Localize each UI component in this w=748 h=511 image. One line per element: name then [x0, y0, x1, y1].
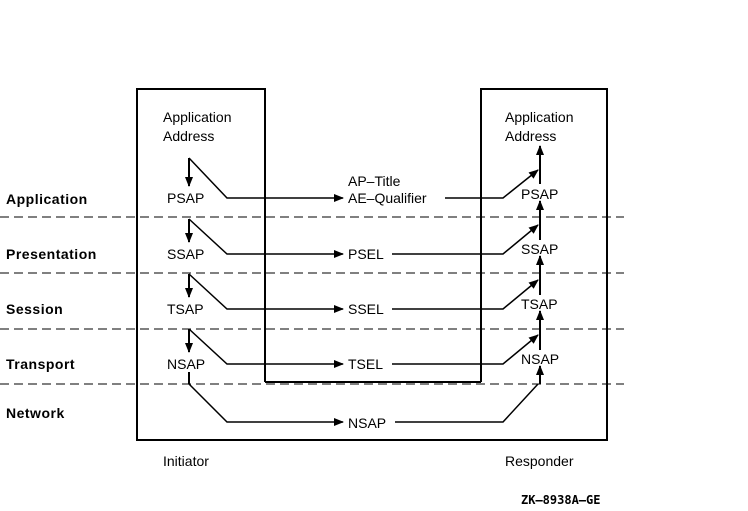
selector-tsel: TSEL: [348, 356, 383, 372]
flow-out-line: [188, 273, 344, 313]
flow-lines: [185, 145, 544, 426]
responder-app-address-line2: Address: [505, 128, 556, 144]
initiator-app-address-line2: Address: [163, 128, 214, 144]
figure-id: ZK–8938A–GE: [521, 493, 600, 507]
layer-dividers: [0, 216, 624, 385]
responder-nsap: NSAP: [521, 351, 559, 367]
responder-app-address-line1: Application: [505, 109, 574, 125]
flow-in-line: [445, 169, 539, 199]
initiator-ssap: SSAP: [167, 246, 204, 262]
responder-tsap: TSAP: [521, 296, 558, 312]
layer-label-presentation: Presentation: [6, 246, 97, 262]
initiator-tsap: TSAP: [167, 301, 204, 317]
selector-ap-title: AP–Title: [348, 173, 401, 189]
selector-nsap: NSAP: [348, 415, 386, 431]
layer-label-application: Application: [6, 191, 88, 207]
layer-label-session: Session: [6, 301, 63, 317]
flow-out-line: [188, 328, 344, 368]
responder-ssap: SSAP: [521, 241, 558, 257]
selector-ae-qualifier: AE–Qualifier: [348, 190, 427, 206]
layer-label-transport: Transport: [6, 356, 75, 372]
layer-label-network: Network: [6, 405, 65, 421]
initiator-nsap: NSAP: [167, 356, 205, 372]
flow-in-line: [392, 224, 539, 255]
flow-in-line: [395, 383, 539, 423]
initiator-psap: PSAP: [167, 190, 204, 206]
flow-in-line: [392, 279, 539, 310]
flow-in-line: [392, 334, 539, 365]
flow-out-line: [188, 157, 344, 202]
responder-psap: PSAP: [521, 186, 558, 202]
flow-out-line: [188, 218, 344, 258]
initiator-app-address-line1: Application: [163, 109, 232, 125]
selector-ssel: SSEL: [348, 301, 384, 317]
responder-label: Responder: [505, 453, 574, 469]
selector-psel: PSEL: [348, 246, 384, 262]
initiator-label: Initiator: [163, 453, 209, 469]
flow-out-line: [188, 383, 344, 426]
